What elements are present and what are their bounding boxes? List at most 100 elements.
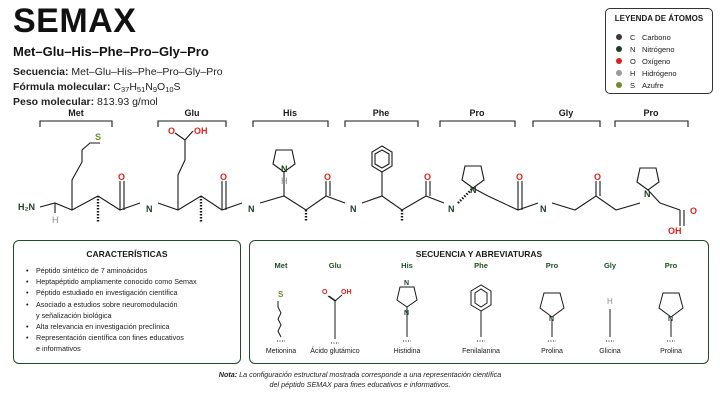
pro-gly-nitrogen: N (540, 204, 547, 214)
abbr-name: Ácido glutámico (310, 348, 360, 355)
c-terminus-oxygen: O (690, 206, 697, 216)
phe-benzene-ring (371, 145, 393, 173)
glu-oh-label: OH (194, 126, 208, 136)
abbr-name: Histidina (393, 348, 421, 355)
formula-label: Fórmula molecular: (13, 81, 111, 93)
svg-text:S: S (278, 290, 284, 299)
phe-oxygen-label: O (424, 172, 431, 182)
abbr-glu: Glu O OH Ácido glutámico (304, 261, 366, 361)
svg-text:O: O (322, 289, 328, 296)
abbr-name: Glicina (599, 348, 621, 355)
carbon-dot-icon (616, 34, 622, 40)
his-imidazole-icon: N N (396, 280, 418, 342)
svg-text:N: N (668, 316, 673, 323)
nitrogen-dot-icon (616, 46, 622, 52)
residue-label-pro1: Pro (469, 108, 485, 118)
his-h-label: H (281, 176, 288, 186)
carbonyl-gly (595, 181, 601, 196)
bracket-pro2 (614, 120, 689, 127)
abbr-code: His (401, 261, 413, 270)
glu-side-chain (177, 130, 194, 210)
n-terminus-label: H₂N (18, 202, 35, 212)
residue-label-glu: Glu (185, 108, 200, 118)
characteristic-item: Representación científica con fines educ… (26, 332, 236, 343)
abbr-pro1: Pro N Prolina (521, 261, 583, 361)
bracket-his (252, 120, 329, 127)
sulfur-dot-icon (616, 82, 622, 88)
glu-his-nitrogen: N (248, 204, 255, 214)
gly-oxygen-label: O (594, 172, 601, 182)
his-oxygen-label: O (324, 172, 331, 182)
met-side-chain (71, 142, 100, 210)
page-subtitle: Met–Glu–His–Phe–Pro–Gly–Pro (13, 44, 209, 59)
c-terminus-oh: OH (668, 226, 682, 236)
residue-label-met: Met (68, 108, 84, 118)
pro1-wedge (457, 187, 474, 204)
characteristic-item: Péptido sintético de 7 aminoácidos (26, 265, 236, 276)
sequence-abbreviations-title: SECUENCIA Y ABREVIATURAS (415, 249, 543, 259)
residue-label-gly: Gly (559, 108, 574, 118)
characteristic-item: Alta relevancia en investigación preclín… (26, 321, 236, 332)
pro1-ring (461, 165, 485, 189)
his-ring-nitrogen: N (281, 164, 288, 174)
sequence-value: Met–Glu–His–Phe–Pro–Gly–Pro (71, 66, 223, 78)
residue-label-his: His (283, 108, 297, 118)
oxygen-dot-icon (616, 58, 622, 64)
svg-text:OH: OH (341, 289, 352, 296)
characteristic-item-continuation: y señalización biológica (36, 310, 112, 320)
formula-line: Fórmula molecular: C37H51N9O10S (13, 81, 181, 94)
carbonyl-his (325, 181, 331, 196)
pro1-ring-nitrogen: N (470, 185, 477, 195)
pro-ring-icon: N (539, 292, 565, 342)
pro2-ring-link (647, 189, 661, 204)
semax-structure-diagram: Met Glu His Phe Pro Gly Pro H₂N H S O N … (18, 108, 697, 236)
met-oxygen-label: O (118, 172, 125, 182)
svg-text:N: N (404, 280, 409, 287)
carbonyl-pro1 (517, 181, 523, 210)
characteristic-item: Asociado a estudios sobre neuromodulació… (26, 299, 236, 310)
backbone-met (39, 195, 141, 211)
glu-oxygen-label: O (168, 126, 175, 136)
pro-ring-icon: N (658, 292, 684, 342)
met-glu-nitrogen: N (146, 204, 153, 214)
gly-hydrogen-icon: H (606, 297, 614, 342)
abbr-code: Phe (474, 261, 488, 270)
abbr-met: Met S Metionina (250, 261, 312, 361)
pro1-ring-link (472, 187, 489, 197)
sequence-label: Secuencia: (13, 66, 69, 78)
abbr-name: Prolina (660, 348, 682, 355)
backbone-phe (361, 195, 445, 211)
legend-title: LEYENDA DE ÁTOMOS (614, 14, 704, 23)
pro2-carboxyl (679, 210, 685, 226)
backbone-pro2 (659, 202, 681, 211)
his-imidazole-ring (272, 149, 296, 173)
glu-oxygen-carbonyl: O (220, 172, 227, 182)
footnote-line2: del péptido SEMAX para fines educativos … (269, 380, 451, 389)
abbr-pro2: Pro N Prolina (640, 261, 702, 361)
svg-text:N: N (404, 310, 409, 317)
characteristic-item: Heptapéptido ampliamente conocido como S… (26, 276, 236, 287)
carbonyl-met (119, 181, 125, 210)
formula-value: C37H51N9O10S (113, 81, 181, 94)
abbr-code: Glu (328, 261, 342, 270)
sequence-abbreviations-panel: SECUENCIA Y ABREVIATURAS Met S Metionina… (249, 240, 709, 364)
page-title: SEMAX (13, 2, 137, 40)
abbr-gly: Gly H Glicina (579, 261, 641, 361)
pro2-ring-nitrogen: N (644, 189, 651, 199)
abbr-phe: Phe Fenilalanina (450, 261, 512, 361)
characteristics-title: CARACTERÍSTICAS (86, 249, 168, 259)
bracket-phe (344, 120, 419, 127)
phe-pro-nitrogen: N (448, 204, 455, 214)
pro1-oxygen-label: O (516, 172, 523, 182)
carbonyl-glu (221, 181, 227, 210)
abbr-code: Met (274, 261, 288, 270)
bracket-met (39, 120, 113, 127)
abbr-code: Pro (664, 261, 678, 270)
phe-benzene-inner (374, 149, 390, 169)
met-h-label: H (52, 215, 59, 225)
backbone-pro1 (487, 195, 539, 211)
hydrogen-dot-icon (616, 70, 622, 76)
